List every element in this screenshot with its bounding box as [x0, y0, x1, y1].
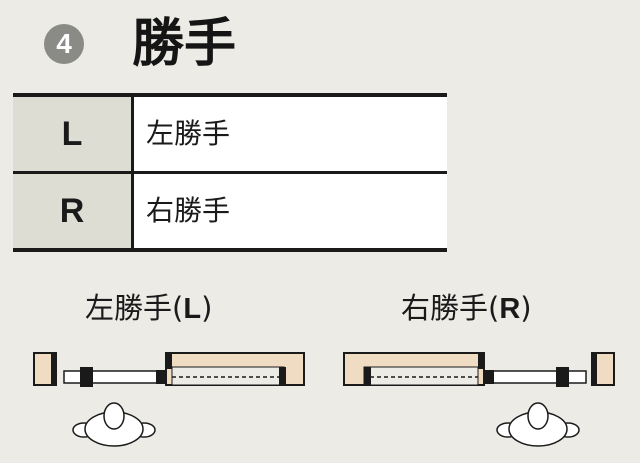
section-number-badge: 4	[44, 24, 84, 64]
table-row: L 左勝手	[13, 97, 447, 171]
handing-code: R	[13, 174, 134, 248]
handing-table: L 左勝手 R 右勝手	[13, 93, 447, 252]
caption-code: L	[183, 293, 202, 325]
left-diagram-caption: 左勝手(L)	[85, 291, 213, 325]
handing-label: 右勝手	[134, 174, 447, 248]
caption-text: 右勝手	[401, 291, 489, 325]
door-panel	[483, 370, 587, 384]
right-hand-diagram	[343, 352, 615, 447]
handing-label: 左勝手	[134, 97, 447, 171]
caption-text: 左勝手	[85, 291, 173, 325]
door-handle	[556, 367, 569, 387]
section-title: 勝手	[132, 14, 237, 74]
handing-code: L	[13, 97, 134, 171]
door-handle	[80, 367, 93, 387]
table-row: R 右勝手	[13, 171, 447, 248]
caption-code: R	[499, 293, 521, 325]
door-panel	[63, 370, 167, 384]
person-icon	[496, 402, 580, 447]
left-hand-diagram	[33, 352, 305, 447]
person-icon	[72, 402, 156, 447]
handing-diagrams	[33, 352, 615, 447]
right-diagram-caption: 右勝手(R)	[401, 291, 532, 325]
